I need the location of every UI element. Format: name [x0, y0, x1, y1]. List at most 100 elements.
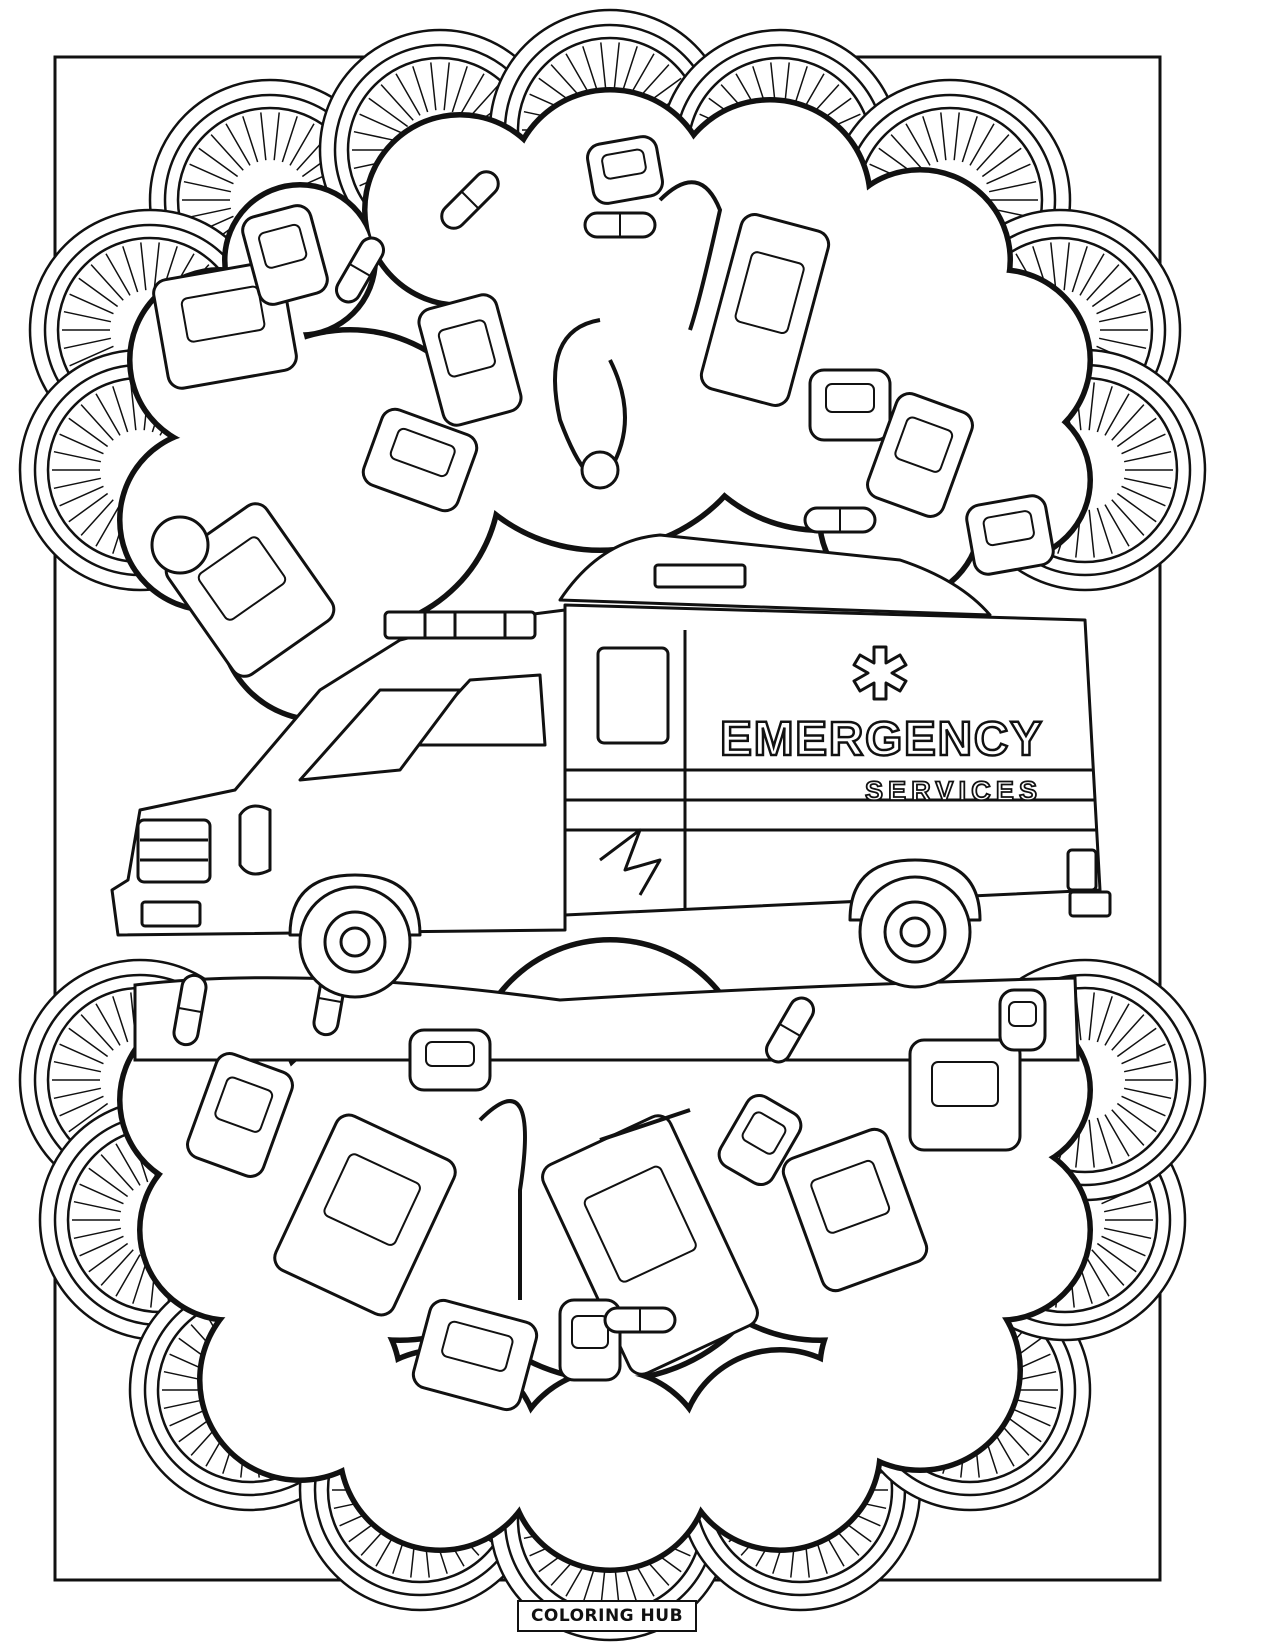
coloring-hub-logo: COLORING HUB	[517, 1600, 697, 1632]
mandala-spoke	[153, 242, 160, 291]
mandala-spoke	[582, 46, 599, 93]
device-body	[586, 135, 664, 205]
mandala-spoke	[969, 123, 995, 166]
mandala-spoke	[112, 386, 129, 433]
mandala-spoke	[1104, 1003, 1130, 1046]
roof-vent	[653, 563, 747, 589]
mandala-spoke	[1091, 277, 1132, 308]
device-screen	[741, 1111, 787, 1155]
mandala-spoke	[1103, 1200, 1152, 1213]
mandala-spoke	[100, 1154, 134, 1191]
mandala-spoke	[198, 147, 239, 178]
mandala-spoke	[59, 433, 104, 455]
mandala-spoke	[73, 1227, 122, 1240]
mandala-spoke	[1111, 1109, 1145, 1146]
pill-icon	[603, 1306, 677, 1334]
device-body	[273, 1113, 457, 1317]
mandala-spoke	[112, 996, 129, 1043]
medical-device-icon	[408, 1028, 492, 1092]
device-screen	[197, 536, 287, 621]
medical-device-icon	[417, 293, 523, 427]
mandala-spoke	[890, 134, 924, 171]
mandala-spoke	[281, 116, 298, 163]
mandala-spoke	[430, 62, 437, 111]
device-body	[241, 204, 329, 306]
mandala-spoke	[1091, 1249, 1125, 1286]
mandala-spoke	[1096, 1117, 1113, 1164]
mandala-spoke	[59, 485, 104, 507]
device-screen	[571, 1315, 609, 1349]
mandala-spoke	[122, 246, 139, 293]
mandala-spoke	[1088, 1119, 1095, 1168]
mandala-spoke	[988, 180, 1037, 193]
device-body	[186, 1052, 294, 1178]
mandala-spoke	[78, 277, 119, 308]
mandala-spoke	[953, 112, 960, 161]
mandala-spoke	[68, 1102, 109, 1133]
device-body	[998, 988, 1047, 1052]
windshield	[298, 688, 462, 782]
mandala-spoke	[1104, 1114, 1130, 1157]
device-body	[717, 1093, 803, 1187]
medical-device-icon	[273, 1113, 457, 1317]
star-of-life-icon	[852, 645, 908, 701]
mandala-spoke	[1116, 417, 1157, 448]
roof-pod	[558, 533, 992, 617]
mandala-spoke	[961, 116, 978, 163]
mandala-spoke	[1111, 404, 1145, 441]
mandala-spoke	[1098, 337, 1147, 350]
device-screen	[734, 251, 805, 335]
device-screen	[825, 383, 875, 413]
device-body	[417, 293, 523, 427]
mandala-spoke	[1084, 1254, 1110, 1297]
medical-device-icon	[361, 407, 479, 513]
mandala-spoke	[1088, 992, 1095, 1041]
mandala-spoke	[225, 123, 251, 166]
pill-split	[318, 996, 342, 1004]
mandala-spoke	[59, 1043, 104, 1065]
pill-split	[779, 1023, 801, 1037]
device-body	[866, 392, 974, 518]
mandala-spoke	[242, 116, 259, 163]
mandala-spoke	[79, 1183, 124, 1205]
mandala-spoke	[95, 504, 121, 547]
mandala-spoke	[68, 1027, 109, 1058]
license-plate	[140, 900, 202, 928]
pill-split	[460, 190, 480, 210]
mandala-spoke	[600, 42, 607, 91]
device-screen	[1008, 1001, 1037, 1027]
pill-split	[349, 263, 371, 277]
headlight	[238, 804, 272, 876]
pill-icon	[335, 236, 385, 304]
mandala-spoke	[613, 42, 620, 91]
device-screen	[441, 1320, 514, 1372]
mandala-spoke	[90, 264, 124, 301]
mandala-spoke	[1104, 393, 1130, 436]
bottom-cloud-fill	[512, 1372, 708, 1568]
mandala-spoke	[1116, 492, 1157, 523]
mandala-spoke	[412, 66, 429, 113]
gauge-icon	[150, 515, 210, 575]
mandala-spoke	[1111, 1014, 1145, 1051]
mandala-spoke	[443, 62, 450, 111]
mandala-spoke	[629, 53, 655, 96]
rear-wheel	[848, 858, 982, 989]
device-screen	[425, 1041, 475, 1067]
mandala-spoke	[1096, 996, 1113, 1043]
mandala-spoke	[451, 66, 468, 113]
mandala-spoke	[69, 345, 114, 367]
mandala-spoke	[922, 116, 939, 163]
mandala-spoke	[1111, 499, 1145, 536]
mandala-spoke	[986, 163, 1031, 185]
pill-icon	[803, 506, 877, 534]
mandala-spoke	[53, 1060, 102, 1073]
mandala-spoke	[115, 1143, 141, 1186]
device-screen	[214, 1076, 274, 1133]
mandala-spoke	[1104, 504, 1130, 547]
mandala-spoke	[53, 1087, 102, 1100]
mandala-spoke	[981, 147, 1022, 178]
mandala-spoke	[95, 393, 121, 436]
rear-bumper	[1068, 890, 1112, 918]
mandala-spoke	[1088, 382, 1095, 431]
front-wheel	[288, 873, 422, 999]
